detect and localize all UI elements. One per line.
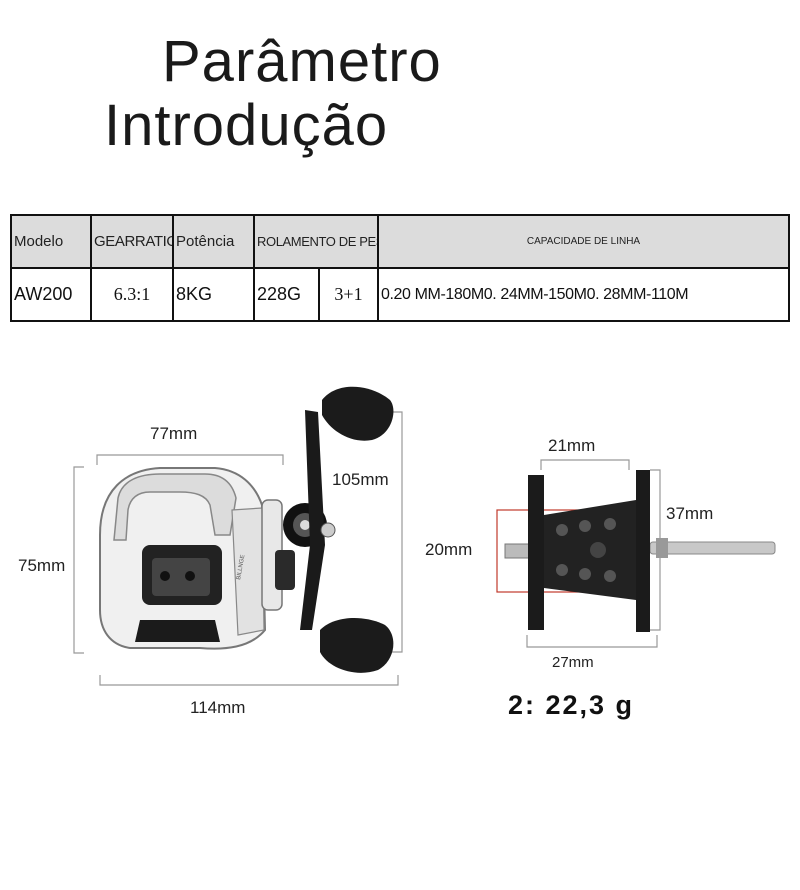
dim-reel-width-top: 77mm <box>150 424 198 443</box>
reel-dimension-lines <box>73 411 403 686</box>
spec-table: Modelo GEARRATIO Potência ROLAMENTO DE P… <box>10 214 790 322</box>
dim-spool-total: 27mm <box>552 654 594 671</box>
title-line-2: Introdução <box>104 93 389 158</box>
header-bearing-weight: ROLAMENTO DE PESO <box>253 214 379 269</box>
cell-line-capacity: 0.20 MM-180M0. 24MM-150M0. 28MM-110M <box>377 267 790 322</box>
table-header-row: Modelo GEARRATIO Potência ROLAMENTO DE P… <box>10 214 790 269</box>
header-gear-ratio: GEARRATIO <box>90 214 174 269</box>
cell-model: AW200 <box>10 267 92 322</box>
header-line-capacity: CAPACIDADE DE LINHA <box>377 214 790 269</box>
dim-handle-height: 105mm <box>332 470 389 489</box>
dim-reel-length: 114mm <box>190 698 246 717</box>
title-line-1: Parâmetro <box>162 29 442 94</box>
header-power: Potência <box>172 214 255 269</box>
reel-handle <box>275 386 394 673</box>
cell-power: 8KG <box>172 267 255 322</box>
svg-text:BILLNGE: BILLNGE <box>236 554 246 580</box>
cell-gear-ratio: 6.3:1 <box>90 267 174 322</box>
cell-weight: 228G <box>253 267 320 322</box>
cell-bearings: 3+1 <box>318 267 379 322</box>
header-model: Modelo <box>10 214 92 269</box>
page-title: Parâmetro Introdução <box>104 30 442 158</box>
spool-weight-label: 2: 22,3 g <box>508 690 635 720</box>
table-row: AW200 6.3:1 8KG 228G 3+1 0.20 MM-180M0. … <box>10 267 790 322</box>
dim-spool-side: 37mm <box>666 504 714 523</box>
dim-spool-diameter: 20mm <box>425 540 473 559</box>
dim-reel-height: 75mm <box>18 556 66 575</box>
spool <box>504 470 776 632</box>
reel-body: BILLNGE <box>99 467 283 650</box>
dim-spool-width: 21mm <box>548 436 596 455</box>
product-diagram: BILLNGE <box>73 386 776 686</box>
